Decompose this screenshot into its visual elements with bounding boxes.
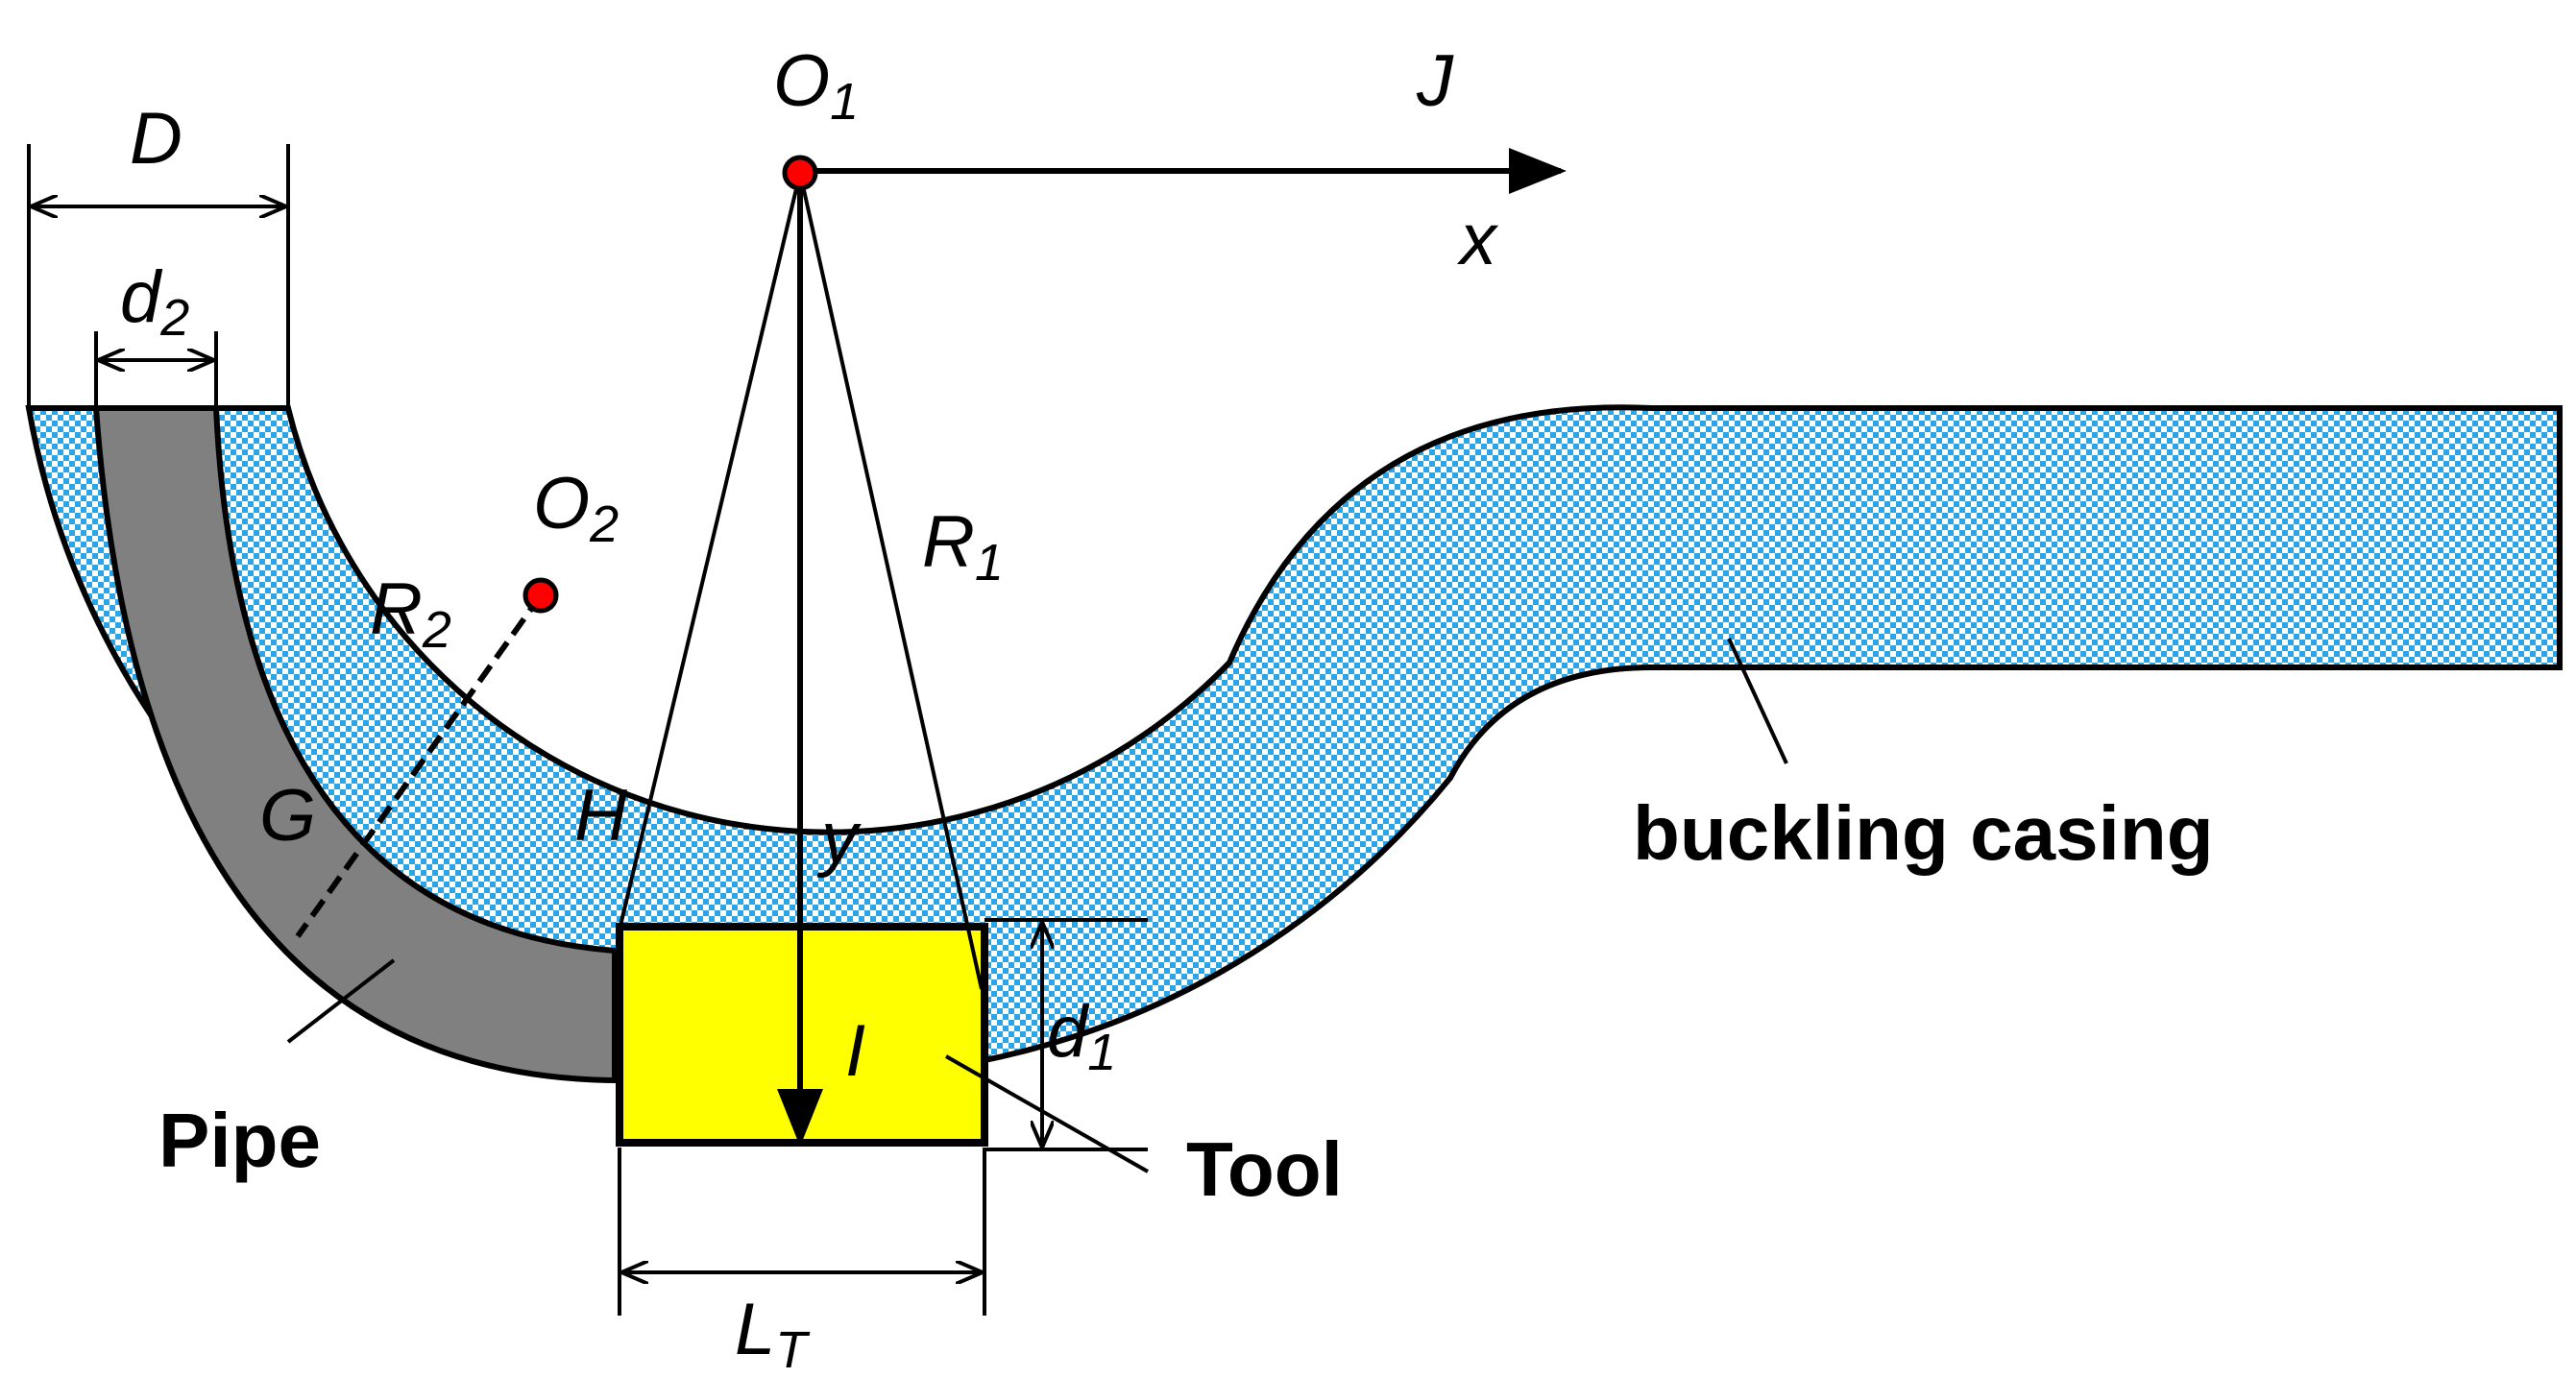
- radius-line-right: [798, 172, 984, 990]
- label-tool: Tool: [1186, 1126, 1343, 1212]
- radius-r2-dashed: [295, 593, 544, 938]
- radius-line-left: [618, 172, 802, 931]
- pipe-body: [92, 405, 618, 1084]
- label-o1: O1: [773, 40, 859, 131]
- label-d-outer: D: [130, 98, 182, 180]
- label-j: J: [1416, 40, 1454, 122]
- point-o2: [522, 577, 559, 614]
- label-r1: R1: [922, 501, 1004, 592]
- label-i: I: [845, 1010, 865, 1092]
- label-x: x: [1456, 199, 1499, 280]
- label-pipe: Pipe: [158, 1098, 321, 1183]
- pipe-leader-line: [286, 958, 396, 1044]
- label-o2: O2: [533, 463, 619, 553]
- casing-leader-line: [1727, 638, 1788, 764]
- label-h: H: [574, 775, 627, 857]
- point-o1: [782, 155, 818, 191]
- label-lt: LT: [735, 1289, 811, 1378]
- label-r2: R2: [370, 568, 451, 659]
- label-buckling-casing: buckling casing: [1633, 790, 2214, 876]
- label-d2: d2: [120, 256, 189, 347]
- label-d1: d1: [1047, 991, 1116, 1081]
- label-g: G: [259, 775, 316, 857]
- label-y: y: [816, 797, 862, 879]
